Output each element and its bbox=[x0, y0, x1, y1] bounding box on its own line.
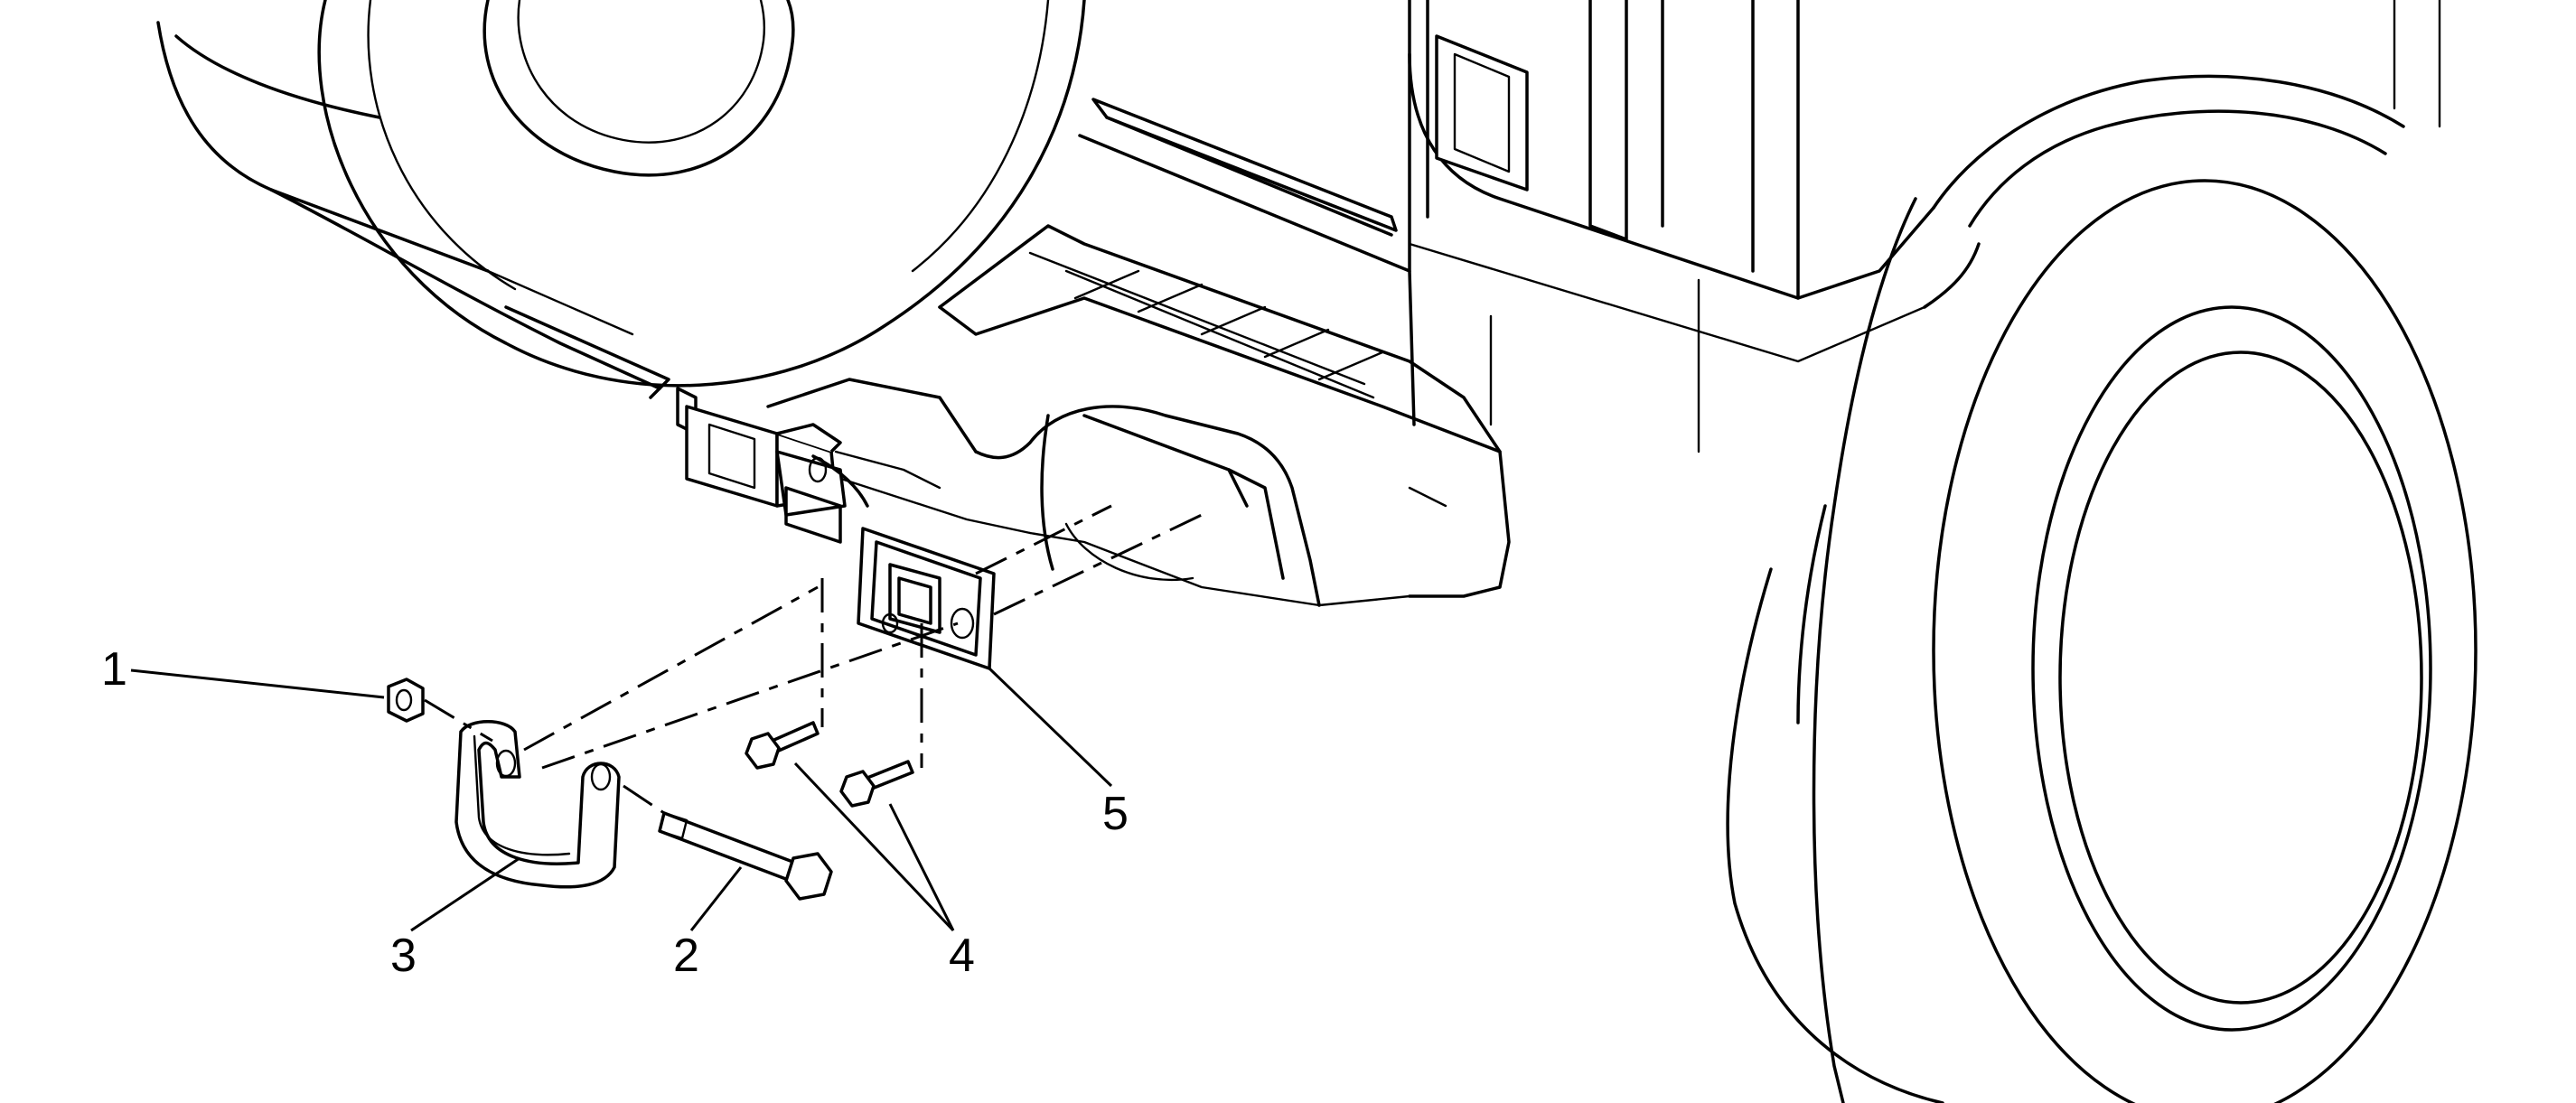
part-2-long-bolt bbox=[658, 811, 833, 901]
rear-wheel bbox=[1726, 0, 2478, 1103]
rear-step-bumper bbox=[766, 224, 1511, 607]
callout-2: 2 bbox=[673, 930, 699, 982]
left-body-panel bbox=[156, 21, 670, 399]
tailgate bbox=[1078, 0, 1935, 453]
part-4-bolts bbox=[745, 721, 914, 808]
callout-1: 1 bbox=[101, 643, 127, 696]
part-1-nut bbox=[387, 678, 425, 723]
callout-leaders bbox=[130, 667, 1113, 932]
callout-5: 5 bbox=[1102, 788, 1129, 840]
spare-tire bbox=[317, 0, 1086, 388]
part-3-tow-hook bbox=[454, 720, 621, 889]
callout-4: 4 bbox=[949, 930, 975, 982]
hitch-receiver bbox=[676, 387, 941, 544]
part-5-hitch-bracket bbox=[857, 527, 996, 670]
callout-3: 3 bbox=[390, 930, 417, 982]
alignment-lines bbox=[424, 504, 1203, 815]
